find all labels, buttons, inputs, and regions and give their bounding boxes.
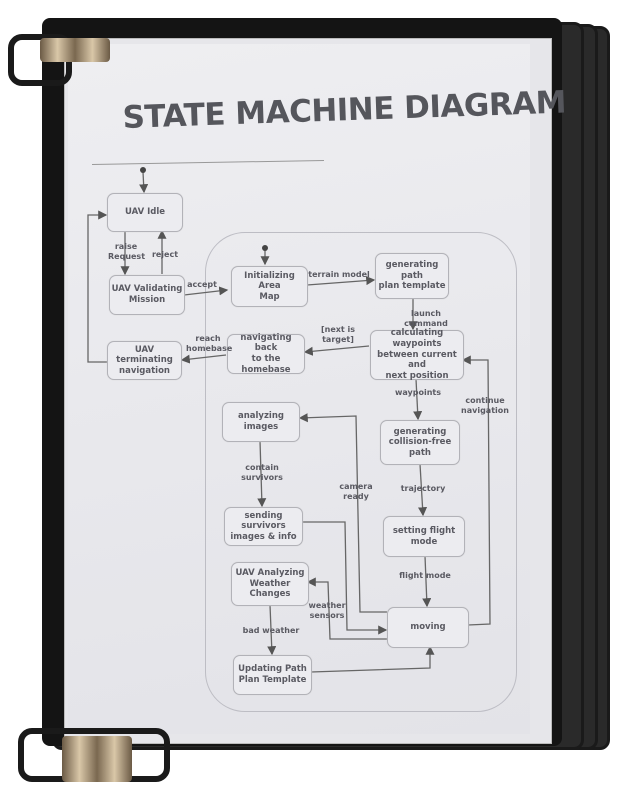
state-moving: moving (387, 607, 469, 648)
state-analyzing-images: analyzing images (222, 402, 300, 442)
state-updating-path-plan-template: Updating Path Plan Template (233, 655, 312, 695)
navigation-composite-state (205, 232, 517, 712)
label-camera-ready: camera ready (339, 482, 373, 501)
label-accept: accept (187, 280, 217, 289)
label-contain-survivors: contain survivors (241, 463, 283, 482)
state-setting-flight-mode: setting flight mode (383, 516, 465, 557)
initial-state-dot-inner (262, 245, 268, 251)
state-calculating-waypoints: calculating waypoints between current an… (370, 328, 464, 381)
state-uav-idle: UAV Idle (107, 193, 183, 232)
bottom-hinge-pins (62, 736, 132, 782)
label-weather-sensors: weather sensors (308, 601, 346, 620)
label-next-is-target: [next is target] (320, 325, 356, 344)
state-uav-validating-mission: UAV Validating Mission (109, 275, 185, 315)
label-bad-weather: bad weather (242, 626, 300, 635)
label-reach-homebase: reach homebase (186, 334, 233, 353)
label-flight-mode: flight mode (399, 571, 451, 580)
state-sending-survivors-images: sending survivors images & info (224, 507, 303, 546)
label-terrain-model: terrain model (308, 270, 370, 279)
state-navigating-back: navigating back to the homebase (227, 333, 305, 375)
label-continue-navigation: continue navigation (461, 396, 509, 415)
label-waypoints: waypoints (394, 388, 441, 397)
state-uav-terminating-navigation: UAV terminating navigation (107, 341, 182, 380)
top-hinge-pins (40, 38, 110, 62)
label-trajectory: trajectory (400, 484, 446, 493)
state-generating-collision-free-path: generating collision-free path (380, 420, 460, 465)
label-reject: reject (151, 250, 179, 259)
label-raise-request: raise Request (108, 242, 146, 261)
state-generating-path-plan-template: generating path plan template (375, 253, 449, 299)
state-uav-analyzing-weather: UAV Analyzing Weather Changes (231, 562, 309, 606)
label-launch-command: launch command (404, 309, 448, 328)
initial-state-dot (140, 167, 146, 173)
state-initializing-area-map: Initializing Area Map (231, 266, 308, 307)
